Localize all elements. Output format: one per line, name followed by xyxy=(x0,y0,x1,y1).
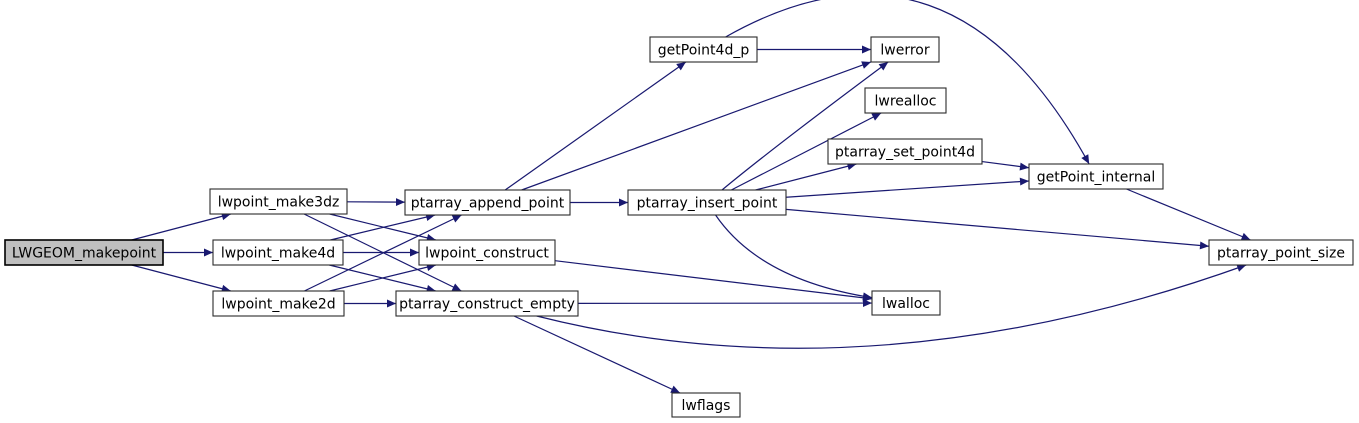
node-getpoint4d_p[interactable]: getPoint4d_p xyxy=(649,36,758,63)
node-box[interactable] xyxy=(418,239,556,266)
node-ptarray_append_point[interactable]: ptarray_append_point xyxy=(404,189,571,216)
nodes-layer: LWGEOM_makepoint lwpoint_make3dz lwpoint_m… xyxy=(4,36,1354,418)
edge-ptarray_construct_empty-lwflags xyxy=(513,315,681,394)
node-label: lwpoint_make4d xyxy=(221,246,335,262)
node-box[interactable] xyxy=(404,189,571,216)
edge-ptarray_insert_point-getpoint_internal xyxy=(785,177,1030,198)
node-lwpoint_make2d[interactable]: lwpoint_make2d xyxy=(212,290,345,317)
node-label: ptarray_set_point4d xyxy=(835,145,975,161)
node-lwalloc[interactable]: lwalloc xyxy=(871,290,941,316)
node-box[interactable] xyxy=(627,189,787,216)
node-ptarray_set_point4d[interactable]: ptarray_set_point4d xyxy=(827,138,983,165)
node-box[interactable] xyxy=(212,290,345,317)
node-lwrealloc[interactable]: lwrealloc xyxy=(864,87,947,114)
edge-lwgeom_makepoint-lwpoint_make3dz xyxy=(131,212,231,241)
node-label: getPoint_internal xyxy=(1037,170,1155,186)
node-lwpoint_make4d[interactable]: lwpoint_make4d xyxy=(212,239,344,266)
node-box[interactable] xyxy=(209,188,348,215)
node-box[interactable] xyxy=(827,138,983,165)
edge-getpoint4d_p-getpoint_internal xyxy=(725,0,1090,165)
node-box[interactable] xyxy=(671,392,741,418)
node-label: lwerror xyxy=(880,43,929,59)
edge-getpoint_internal-ptarray_point_size xyxy=(1126,188,1251,241)
edge-lwpoint_make4d-ptarray_append_point xyxy=(330,213,436,241)
node-box[interactable] xyxy=(1208,239,1354,266)
edge-ptarray_insert_point-ptarray_set_point4d xyxy=(755,162,857,191)
node-label: ptarray_point_size xyxy=(1217,246,1345,262)
node-box[interactable] xyxy=(395,290,579,317)
node-label: getPoint4d_p xyxy=(658,43,750,59)
edge-ptarray_append_point-getpoint4d_p xyxy=(504,61,687,191)
node-getpoint_internal[interactable]: getPoint_internal xyxy=(1028,163,1164,190)
node-box[interactable] xyxy=(864,87,947,114)
node-label: lwflags xyxy=(682,398,731,414)
node-label: lwrealloc xyxy=(874,94,936,110)
node-lwerror[interactable]: lwerror xyxy=(870,36,940,63)
node-label: lwpoint_make3dz xyxy=(218,195,340,211)
node-lwflags[interactable]: lwflags xyxy=(671,392,741,418)
node-ptarray_point_size[interactable]: ptarray_point_size xyxy=(1208,239,1354,266)
node-box[interactable] xyxy=(870,36,940,63)
node-ptarray_construct_empty[interactable]: ptarray_construct_empty xyxy=(395,290,579,317)
node-label: ptarray_construct_empty xyxy=(399,297,575,313)
node-ptarray_insert_point[interactable]: ptarray_insert_point xyxy=(627,189,787,216)
node-lwpoint_make3dz[interactable]: lwpoint_make3dz xyxy=(209,188,348,215)
node-label: lwpoint_construct xyxy=(425,246,549,262)
node-lwpoint_construct[interactable]: lwpoint_construct xyxy=(418,239,556,266)
edge-ptarray_construct_empty-ptarray_point_size xyxy=(536,264,1247,349)
node-label: lwpoint_make2d xyxy=(221,297,335,313)
node-label: LWGEOM_makepoint xyxy=(12,246,157,262)
node-box[interactable] xyxy=(4,239,164,266)
node-box[interactable] xyxy=(212,239,344,266)
edge-ptarray_append_point-lwerror xyxy=(521,61,872,191)
edges-layer xyxy=(131,0,1251,394)
edge-ptarray_insert_point-ptarray_point_size xyxy=(785,208,1210,250)
node-lwgeom_makepoint[interactable]: LWGEOM_makepoint xyxy=(4,239,164,266)
node-box[interactable] xyxy=(649,36,758,63)
node-box[interactable] xyxy=(1028,163,1164,190)
node-box[interactable] xyxy=(871,290,941,316)
node-label: ptarray_insert_point xyxy=(637,196,778,212)
node-label: ptarray_append_point xyxy=(411,196,565,212)
edge-ptarray_insert_point-lwrealloc xyxy=(731,112,882,191)
edge-ptarray_insert_point-lwerror xyxy=(721,61,889,191)
edge-lwpoint_make2d-lwpoint_construct xyxy=(329,263,437,292)
edge-lwpoint_construct-lwalloc xyxy=(554,260,873,302)
edge-ptarray_insert_point-lwalloc xyxy=(715,214,873,301)
edge-ptarray_set_point4d-getpoint_internal xyxy=(981,160,1030,171)
node-label: lwalloc xyxy=(882,296,930,312)
edge-lwpoint_make2d-ptarray_append_point xyxy=(304,214,462,292)
edge-lwgeom_makepoint-lwpoint_make2d xyxy=(131,264,231,293)
